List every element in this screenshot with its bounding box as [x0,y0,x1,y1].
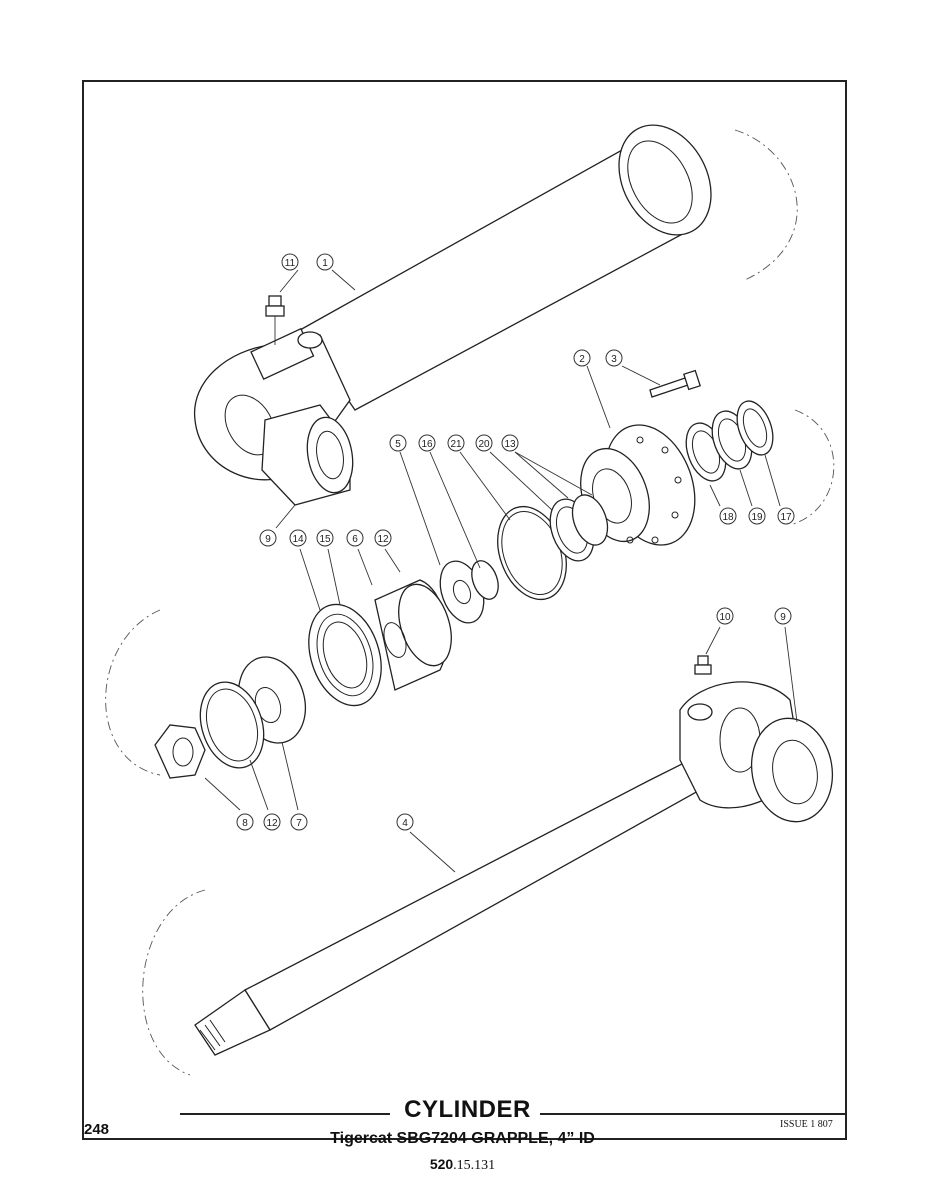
callout-15: 15 [316,529,334,547]
callout-17: 17 [777,507,795,525]
document-code: 520.15.131 [0,1156,925,1174]
callout-12-rod: 12 [263,813,281,831]
leader-lines [204,269,798,873]
callout-6: 6 [346,529,364,547]
svg-text:9: 9 [265,534,271,545]
svg-text:10: 10 [719,612,731,623]
callout-10: 10 [716,607,734,625]
o-rings [497,494,609,601]
arc-nut [105,609,161,776]
callout-18: 18 [719,507,737,525]
callout-1: 1 [316,253,334,271]
callout-9-rod: 9 [774,607,792,625]
document-code-prefix: 520 [429,1156,454,1172]
svg-text:6: 6 [352,534,358,545]
document-code-suffix: .15.131 [453,1158,496,1173]
callout-13: 13 [501,434,519,452]
callout-16: 16 [418,434,436,452]
svg-text:2: 2 [579,354,585,365]
issue-label: ISSUE 1 807 [780,1119,833,1130]
grease-fitting-rod [694,655,712,675]
svg-text:4: 4 [402,818,408,829]
callout-11: 11 [281,253,299,271]
piston-rod [194,681,834,1056]
svg-text:12: 12 [266,818,278,829]
svg-text:19: 19 [751,512,763,523]
grease-fitting-top [265,295,285,345]
svg-text:3: 3 [611,354,617,365]
svg-text:21: 21 [450,439,462,450]
svg-text:15: 15 [319,534,331,545]
svg-text:12: 12 [377,534,389,545]
callout-20: 20 [475,434,493,452]
svg-text:8: 8 [242,818,248,829]
gland-seals [685,400,774,482]
callout-9-barrel: 9 [259,529,277,547]
cylinder-barrel [194,124,712,506]
callout-5: 5 [389,434,407,452]
callout-3: 3 [605,349,623,367]
callout-4: 4 [396,813,414,831]
piston-assembly [308,579,452,707]
callout-14: 14 [289,529,307,547]
piston-inner-rings [439,560,499,624]
arc-barrel-end [734,129,798,281]
svg-text:9: 9 [780,612,786,623]
svg-text:17: 17 [780,512,792,523]
svg-text:14: 14 [292,534,304,545]
svg-text:11: 11 [285,258,296,269]
svg-text:13: 13 [504,439,516,450]
page-subtitle: Tigercat SBG7204 GRAPPLE, 4” ID [330,1130,595,1147]
callout-21: 21 [447,434,465,452]
rod-nut-set [154,656,306,779]
callout-7: 7 [290,813,308,831]
svg-text:5: 5 [395,439,401,450]
callout-19: 19 [748,507,766,525]
page-title: CYLINDER [404,1096,531,1123]
arc-rod-end [142,889,206,1076]
svg-text:18: 18 [722,512,734,523]
callout-12-piston: 12 [374,529,392,547]
page-number: 248 [84,1121,110,1138]
svg-text:1: 1 [322,258,328,269]
bolt [649,369,701,398]
callout-2: 2 [573,349,591,367]
arc-gland [789,409,835,526]
svg-text:7: 7 [296,818,302,829]
svg-text:20: 20 [478,439,490,450]
callout-8: 8 [236,813,254,831]
title-rule-left [180,1113,390,1115]
title-rule-right [540,1113,846,1115]
svg-text:16: 16 [421,439,433,450]
